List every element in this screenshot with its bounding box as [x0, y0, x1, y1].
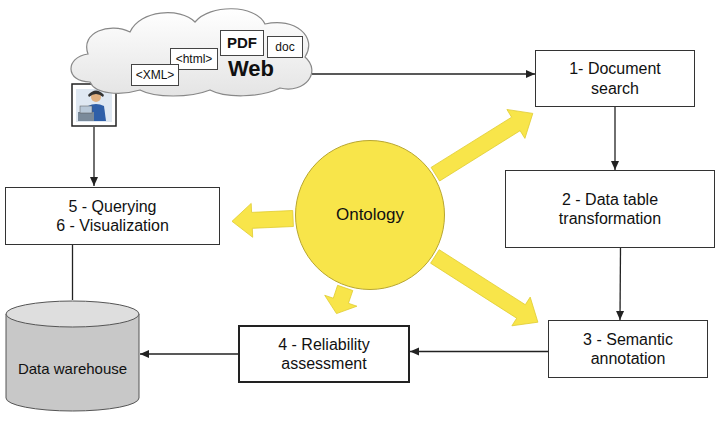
ontology-arrow: [431, 250, 538, 326]
node-label: 4 - Reliability assessment: [250, 335, 398, 373]
flow-arrow: [410, 351, 548, 352]
node-label: PDF: [227, 34, 257, 52]
node-label: <html>: [176, 52, 213, 66]
process-box: 4 - Reliability assessment: [238, 325, 410, 383]
node-label: Ontology: [336, 205, 404, 225]
process-box: 3 - Semantic annotation: [548, 320, 708, 378]
node-label: 1- Document search: [546, 59, 684, 97]
document-icon: doc: [267, 36, 303, 58]
process-box: 1- Document search: [535, 50, 695, 107]
cylinder-outline: [5, 300, 140, 412]
ontology-arrow: [325, 285, 357, 313]
node-label: <XML>: [136, 68, 175, 82]
node-sublabel: 6 - Visualization: [56, 216, 169, 235]
ontology-arrow: [232, 203, 293, 237]
document-icon: PDF: [220, 30, 264, 56]
process-box: 2 - Data table transformation: [505, 170, 715, 248]
data-warehouse-cylinder: Data warehouse: [5, 300, 140, 412]
flow-arrow: [619, 248, 621, 320]
node-label: 3 - Semantic annotation: [559, 330, 697, 368]
flow-arrow: [72, 245, 73, 300]
node-label: Web: [228, 56, 274, 82]
node-label: doc: [275, 40, 294, 54]
flow-arrow: [140, 353, 238, 354]
document-icon: <XML>: [131, 64, 179, 86]
node-label: 5 - Querying: [68, 197, 156, 216]
web-cloud: Web PDF doc <html><XML>: [60, 2, 322, 98]
ontology-circle: Ontology: [295, 140, 445, 290]
flow-arrow: [312, 73, 535, 74]
node-label: 2 - Data table transformation: [516, 190, 704, 228]
user-arrow: [93, 127, 94, 186]
node-label: Data warehouse: [18, 360, 127, 378]
process-box: 5 - Querying6 - Visualization: [5, 187, 220, 245]
flow-arrow: [614, 107, 615, 170]
